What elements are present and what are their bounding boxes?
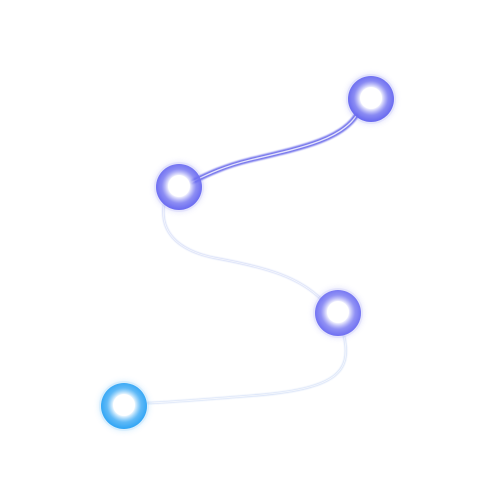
edge-node-3-node-4 bbox=[146, 334, 347, 405]
node-core bbox=[168, 175, 190, 197]
node-2[interactable] bbox=[154, 162, 204, 212]
node-4[interactable] bbox=[99, 381, 149, 431]
node-core bbox=[327, 301, 349, 323]
edges-layer bbox=[146, 113, 359, 405]
edge-highlight bbox=[147, 335, 347, 404]
node-3[interactable] bbox=[313, 288, 363, 338]
edge-highlight bbox=[191, 115, 357, 183]
edge-node-2-node-3 bbox=[162, 202, 324, 302]
node-core bbox=[360, 87, 382, 109]
node-1[interactable] bbox=[346, 74, 396, 124]
node-core bbox=[113, 394, 135, 416]
edge-node-1-node-2 bbox=[189, 113, 359, 185]
edge-highlight bbox=[162, 203, 323, 301]
nodes-layer bbox=[99, 74, 396, 431]
